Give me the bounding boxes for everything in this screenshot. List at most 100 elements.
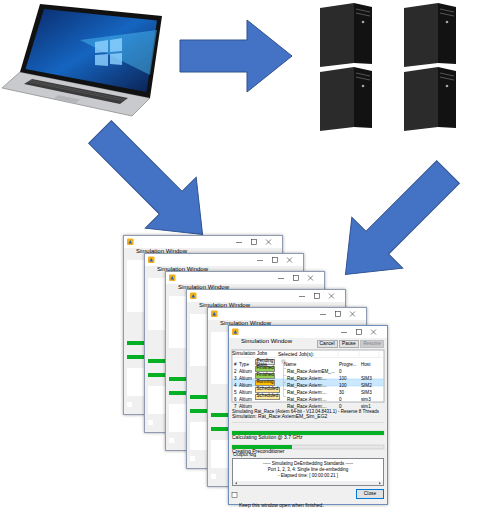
title-bar-controls-part xyxy=(150,258,154,262)
title-bar-controls-part xyxy=(308,276,313,281)
state-label: Finished xyxy=(257,366,274,371)
table-cell: # xyxy=(234,362,237,367)
title-bar-controls-part xyxy=(315,294,320,299)
tower-pc-part xyxy=(354,67,372,128)
tower-pc-part xyxy=(446,85,449,88)
tower-pc-part xyxy=(320,3,354,67)
window-title: Simulation Window xyxy=(241,338,292,344)
label-slot: Altium xyxy=(239,359,252,377)
title-bar-controls-part xyxy=(252,240,257,245)
tower-pc-part xyxy=(320,67,354,131)
title-bar-controls-part xyxy=(294,276,299,281)
table-cell: sim1 xyxy=(361,404,371,409)
label-slot: Rat_Race:Axiem:... xyxy=(287,373,327,391)
title-bar-controls-part xyxy=(329,294,334,299)
label-slot: Altium xyxy=(239,366,252,384)
block-arrow-part xyxy=(180,20,292,92)
laptop-illustration-part xyxy=(20,4,162,98)
table-cell: Altium xyxy=(239,390,252,395)
status-text: Selected Job(s): xyxy=(278,352,314,358)
title-bar-controls-part xyxy=(213,312,217,316)
table-cell: 2 xyxy=(234,369,237,374)
state-badge: Running xyxy=(255,380,275,386)
title-bar-controls-part xyxy=(211,311,218,318)
title-bar-controls-part xyxy=(341,332,347,333)
title-bar-controls-part xyxy=(192,294,196,298)
status-text: Calculating Solution @ 3.7 GHz xyxy=(232,435,302,441)
simulation-window: Simulation WindowCancelPauseResumePendin… xyxy=(228,325,388,505)
table-cell: 3 xyxy=(234,376,237,381)
title-bar-controls-part xyxy=(371,330,376,335)
title-bar-controls xyxy=(166,272,324,284)
table-cell: Progre... xyxy=(339,362,357,367)
title-bar-controls-part xyxy=(234,330,238,334)
table-cell: 4 xyxy=(234,383,237,388)
title-bar-controls-part xyxy=(299,296,305,297)
label-slot: Creating Preconditioner xyxy=(232,439,285,457)
table-cell: Rat_Race:Axiem:... xyxy=(287,390,327,395)
state-label: Scheduled xyxy=(257,394,279,399)
title-bar-controls-part xyxy=(350,312,355,317)
push-button: Close xyxy=(356,489,384,499)
table-cell: 6 xyxy=(234,397,237,402)
table-cell: 100 xyxy=(339,383,347,388)
state-badge: Finished xyxy=(255,373,275,379)
tower-pc-part xyxy=(440,9,454,16)
label-slot: Simulating Rat_Race (Axiem 64-bit - V13.… xyxy=(232,410,384,415)
status-text: Simulation: Rat_Race:AxiemEM_Sim_EG2 xyxy=(232,414,327,420)
label-slot: Calculating Solution @ 3.7 GHz xyxy=(232,425,302,443)
tower-pc xyxy=(404,67,456,131)
label-slot: 100 xyxy=(339,366,347,384)
table-cell: SIM2 xyxy=(361,383,372,388)
title-bar-controls-part xyxy=(266,240,271,245)
push-button: Cancel xyxy=(317,340,338,348)
block-arrow-part xyxy=(320,147,473,300)
title-bar-controls xyxy=(145,254,303,266)
state-label: Running xyxy=(257,380,274,385)
table-cell: Altium xyxy=(239,404,252,409)
table-cell: 0 xyxy=(339,397,342,402)
tower-pc-part xyxy=(404,67,438,131)
title-bar-controls-part xyxy=(129,240,133,244)
label-slot: Rat_Race:Axiem:... xyxy=(287,366,327,384)
status-text: Simulating Rat_Race (Axiem 64-bit - V13.… xyxy=(232,410,384,415)
title-bar-controls-part xyxy=(148,257,155,264)
button-label: Pause xyxy=(342,342,356,347)
title-bar-controls-part xyxy=(357,330,362,335)
label-slot: Rat_Race:Axiem:... xyxy=(287,380,327,398)
label-slot: 0 xyxy=(339,359,342,377)
title-bar-controls-part xyxy=(190,293,197,300)
table-cell: 0 xyxy=(339,369,342,374)
label-slot: Simulation Jobs xyxy=(232,341,267,359)
label-slot: Altium xyxy=(239,380,252,398)
table-cell: Rat_Race:Axiem:... xyxy=(287,397,327,402)
tower-pc-part xyxy=(356,73,370,80)
label-slot: 4 xyxy=(234,373,237,391)
push-button: Resume xyxy=(360,340,384,348)
label-slot: SIM3 xyxy=(361,366,372,384)
status-text: Keep this window open when finished. xyxy=(239,503,324,509)
label-slot: Keep this window open when finished. xyxy=(239,493,324,510)
laptop-illustration-part xyxy=(95,38,122,66)
title-bar-controls-part xyxy=(278,278,284,279)
button-label: Resume xyxy=(363,342,381,347)
label-slot: 6 xyxy=(234,387,237,405)
window-chrome-part xyxy=(232,350,384,402)
table-cell: 0 xyxy=(339,404,342,409)
label-slot: sim3 xyxy=(361,387,371,405)
table-cell: State xyxy=(256,362,267,367)
label-slot: Host xyxy=(361,352,370,370)
tower-pc-part xyxy=(446,21,449,24)
laptop-illustration-part xyxy=(80,30,157,75)
tower-pc-part xyxy=(362,85,365,88)
table-cell: Altium xyxy=(239,383,252,388)
title-bar-controls xyxy=(229,326,387,338)
push-button: Pause xyxy=(339,340,359,348)
table-cell: SIM3 xyxy=(361,376,372,381)
title-bar-controls xyxy=(124,236,282,248)
table-cell: 5 xyxy=(234,390,237,395)
label-slot: 5 xyxy=(234,380,237,398)
window-chrome-part xyxy=(235,482,381,485)
table-cell: sim3 xyxy=(361,397,371,402)
tower-pc xyxy=(320,3,372,67)
